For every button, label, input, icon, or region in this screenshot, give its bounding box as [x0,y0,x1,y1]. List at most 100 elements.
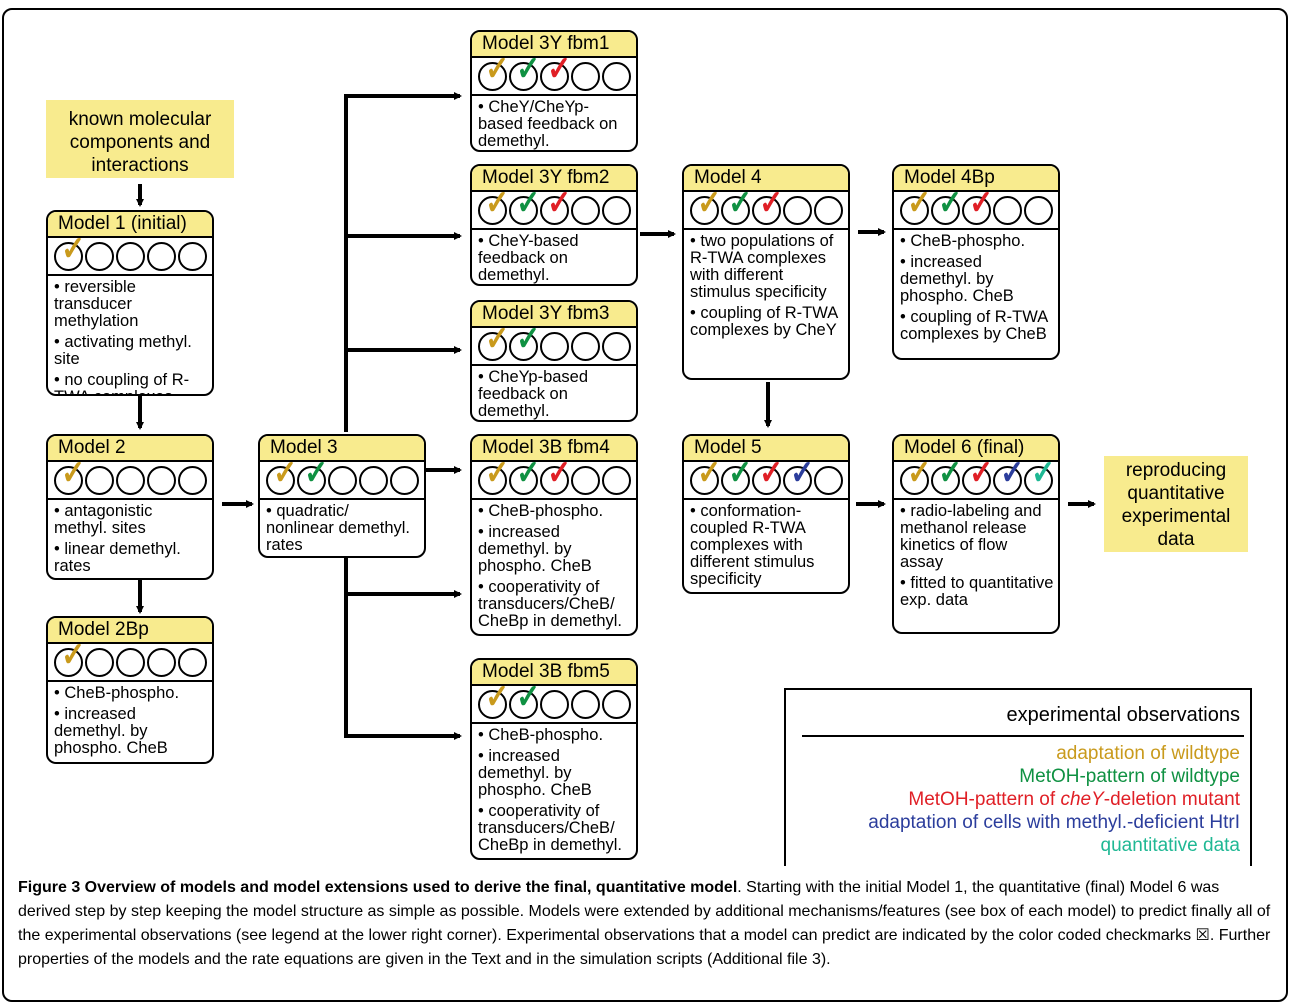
observation-circles: ✓✓ [260,456,424,500]
model-features: • radio-labeling and methanol release ki… [894,500,1058,609]
checkmark-icon-adaptation: ✓ [266,456,297,495]
checkmark-icon-adaptation: ✓ [54,456,85,495]
observation-circles: ✓✓✓ [684,186,848,230]
empty-circle-icon [814,465,843,495]
feature-item: • CheB-phospho. [478,726,604,744]
model-2-box: Model 2✓• antagonistic methyl. sites• li… [46,434,214,580]
checkmark-icon-adaptation: ✓ [54,638,85,677]
observation-circles: ✓✓✓ [472,52,636,96]
model-features: • reversible transducer methylation• act… [48,276,212,395]
empty-circle-icon [540,331,569,361]
model-features: • CheB-phospho.• increased demethyl. by … [472,500,636,630]
empty-circle-icon [571,465,600,495]
feature-item: • cooperativity of transducers/CheB/ Che… [478,578,622,630]
model-title: Model 3 [260,436,424,462]
model-3-box: Model 3✓✓• quadratic/ nonlinear demethyl… [258,434,426,558]
empty-circle-icon [147,647,176,677]
checkmark-icon-metoh: ✓ [721,186,752,225]
model-features: • CheYp-based feedback on demethyl. [472,366,636,420]
observation-circles: ✓✓✓✓ [684,456,848,500]
model-2bp-box: Model 2Bp✓• CheB-phospho.• increased dem… [46,616,214,764]
checkmark-icon-deletion: ✓ [962,186,993,225]
empty-circle-icon [571,195,600,225]
flow-arrows [136,92,1096,740]
checkmark-icon-adaptation: ✓ [54,232,85,271]
empty-circle-icon [540,689,569,719]
checkmark-icon-metoh: ✓ [509,322,540,361]
start-box: known molecular components and interacti… [46,100,234,178]
model-5-box: Model 5✓✓✓✓• conformation-coupled R-TWA … [682,434,850,594]
feature-item: • quadratic/ nonlinear demethyl. rates [266,502,411,554]
feature-item: • reversible transducer methylation [54,278,139,330]
empty-circle-icon [783,195,812,225]
empty-circle-icon [116,647,145,677]
end-box: reproducing quantitative experimental da… [1104,456,1248,552]
model-3y-fbm3-box: Model 3Y fbm3✓✓• CheYp-based feedback on… [470,300,638,422]
checkmark-icon-deletion: ✓ [540,186,571,225]
checkmark-icon-metoh: ✓ [721,456,752,495]
caption-text: . Starting with the initial Model 1, the… [18,879,1271,968]
caption-title: Figure 3 Overview of models and model ex… [18,879,738,896]
checkmark-icon-deletion: ✓ [752,186,783,225]
model-features: • CheB-phospho.• increased demethyl. by … [48,682,212,757]
checkmark-icon-adaptation: ✓ [900,186,931,225]
feature-item: • increased demethyl. by phospho. CheB [478,747,592,799]
feature-item: • CheB-phospho. [478,502,604,520]
model-features: • CheY/CheYp-based feedback on demethyl. [472,96,636,150]
feature-item: • CheY-based feedback on demethyl. [478,232,579,284]
checkmark-icon-metoh: ✓ [509,186,540,225]
observation-circles: ✓✓✓✓✓ [894,456,1058,500]
model-title: Model 3B fbm4 [472,436,636,462]
figure-frame [2,8,1288,1002]
checkmark-icon-adaptation: ✓ [900,456,931,495]
model-title: Model 4 [684,166,848,192]
model-features: • two populations of R-TWA complexes wit… [684,230,848,339]
model-title: Model 5 [684,436,848,462]
legend-item-metoh: MetOH-pattern of wildtype [1019,766,1240,787]
empty-circle-icon [178,465,207,495]
model-title: Model 1 (initial) [48,212,212,238]
checkmark-icon-htri: ✓ [993,456,1024,495]
observation-circles: ✓✓ [472,322,636,366]
observation-circles: ✓ [48,232,212,276]
checkmark-icon-deletion: ✓ [540,456,571,495]
empty-circle-icon [602,195,631,225]
empty-circle-icon [328,465,357,495]
feature-item: • CheY/CheYp-based feedback on demethyl. [478,98,618,150]
feature-item: • radio-labeling and methanol release ki… [900,502,1042,571]
model-title: Model 3B fbm5 [472,660,636,686]
empty-circle-icon [814,195,843,225]
empty-circle-icon [1024,195,1053,225]
model-1-box: Model 1 (initial)✓ • reversible transduce… [46,210,214,396]
empty-circle-icon [390,465,419,495]
feature-item: • increased demethyl. by phospho. CheB [900,253,1014,305]
model-features: • conformation-coupled R-TWA complexes w… [684,500,848,588]
model-title: Model 3Y fbm3 [472,302,636,328]
checkmark-icon-metoh: ✓ [297,456,328,495]
model-title: Model 6 (final) [894,436,1058,462]
feature-item: • conformation-coupled R-TWA complexes w… [690,502,815,588]
model-6-box: Model 6 (final)✓✓✓✓✓• radio-labeling and… [892,434,1060,634]
legend-item-adaptation: adaptation of wildtype [1056,743,1240,764]
legend-item-deletion: MetOH-pattern of cheY-deletion mutant [908,789,1240,810]
observation-circles: ✓✓✓ [472,456,636,500]
empty-circle-icon [571,61,600,91]
legend-item-htri: adaptation of cells with methyl.-deficie… [868,812,1240,833]
observation-circles: ✓ [48,456,212,500]
feature-item: • cooperativity of transducers/CheB/ Che… [478,802,622,854]
empty-circle-icon [602,61,631,91]
empty-circle-icon [116,465,145,495]
empty-circle-icon [993,195,1022,225]
checkmark-icon-metoh: ✓ [931,186,962,225]
empty-circle-icon [116,241,145,271]
checkmark-icon-adaptation: ✓ [478,186,509,225]
checkmark-icon-metoh: ✓ [509,456,540,495]
checkmark-icon-metoh: ✓ [931,456,962,495]
feature-item: • increased demethyl. by phospho. CheB [54,705,168,757]
model-3b-fbm4-box: Model 3B fbm4✓✓✓• CheB-phospho.• increas… [470,434,638,636]
model-features: • CheB-phospho. • increased demethyl. by … [472,724,636,854]
empty-circle-icon [359,465,388,495]
empty-circle-icon [602,331,631,361]
feature-item: • CheB-phospho. [900,232,1026,250]
model-4-box: Model 4✓✓✓• two populations of R-TWA com… [682,164,850,380]
